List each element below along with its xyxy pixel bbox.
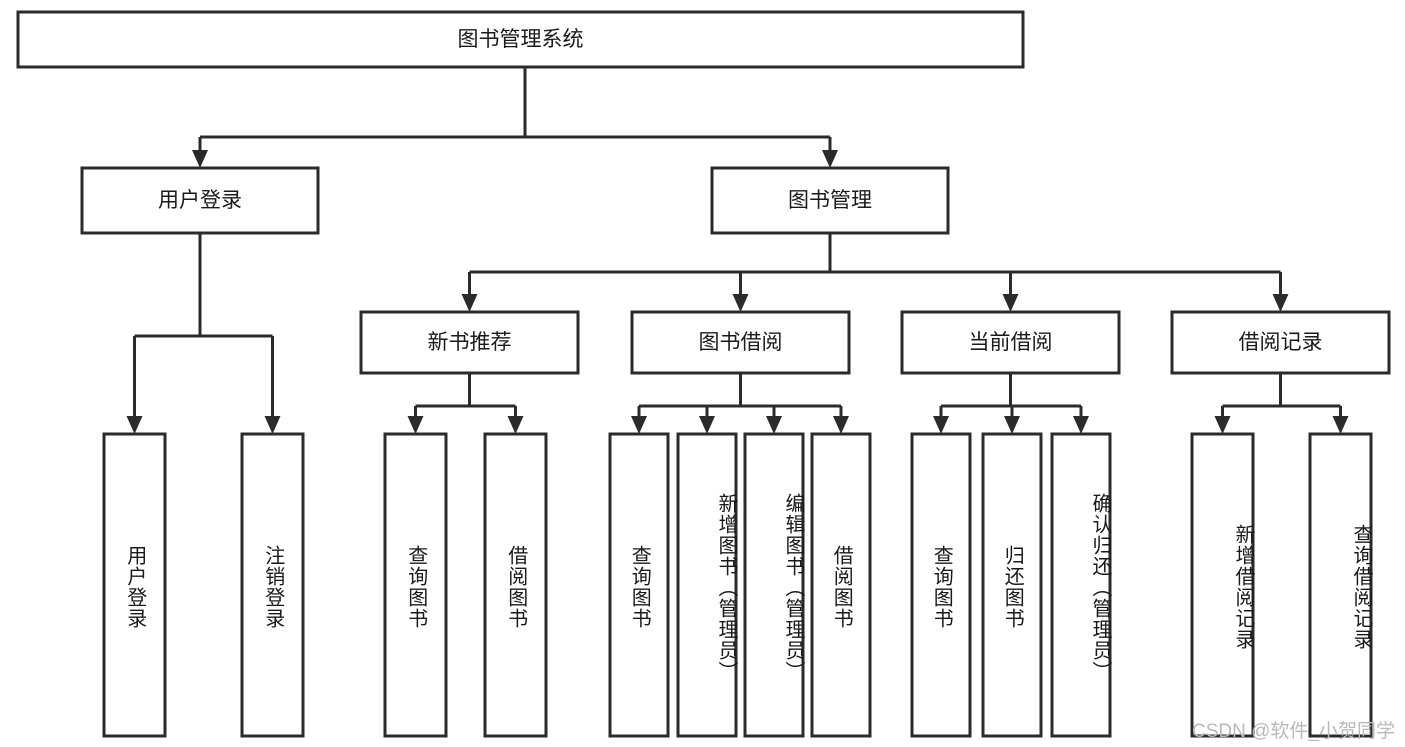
arrow-head-icon <box>1332 416 1349 434</box>
node-label-book-management: 图书管理 <box>788 189 872 212</box>
node-box-leaf-query-record[interactable] <box>1308 432 1373 738</box>
node-label-user-login: 用户登录 <box>158 189 242 212</box>
arrow-head-icon <box>1004 416 1020 434</box>
watermark-text: CSDN @软件_小贺同学 <box>1192 721 1395 742</box>
node-box-book-borrow[interactable] <box>630 310 851 375</box>
node-label-new-book-recommend: 新书推荐 <box>428 331 512 354</box>
node-box-leaf-query-book-rec[interactable] <box>383 432 448 738</box>
node-label-current-borrow: 当前借阅 <box>969 331 1053 354</box>
arrow-head-icon <box>507 416 524 434</box>
node-box-leaf-confirm-return[interactable] <box>1050 432 1112 738</box>
arrow-head-icon <box>1073 416 1089 434</box>
arrow-head-icon <box>732 294 749 312</box>
arrow-head-icon <box>461 294 478 312</box>
node-box-current-borrow[interactable] <box>900 310 1121 375</box>
node-box-leaf-add-book[interactable] <box>676 432 738 738</box>
node-box-leaf-query-book-current[interactable] <box>910 432 972 738</box>
node-label-book-borrow: 图书借阅 <box>699 331 783 354</box>
node-box-user-login[interactable] <box>80 166 320 235</box>
node-box-borrow-record[interactable] <box>1170 310 1391 375</box>
node-box-leaf-user-login[interactable] <box>102 432 167 738</box>
arrow-head-icon <box>264 416 281 434</box>
arrow-head-icon <box>822 150 838 168</box>
node-label-root: 图书管理系统 <box>458 28 584 51</box>
connector-layer <box>126 67 1349 434</box>
arrow-head-icon <box>407 416 424 434</box>
arrow-head-icon <box>1272 294 1289 312</box>
node-box-book-management[interactable] <box>710 166 950 235</box>
node-box-leaf-add-record[interactable] <box>1190 432 1255 738</box>
node-label-borrow-record: 借阅记录 <box>1239 331 1323 354</box>
arrow-head-icon <box>631 416 647 434</box>
node-box-root[interactable] <box>16 10 1025 69</box>
node-box-leaf-borrow-book[interactable] <box>810 432 872 738</box>
arrow-head-icon <box>126 416 143 434</box>
node-box-leaf-borrow-book-rec[interactable] <box>483 432 548 738</box>
arrow-head-icon <box>699 416 715 434</box>
node-box-leaf-edit-book[interactable] <box>743 432 805 738</box>
node-box-leaf-logout[interactable] <box>240 432 305 738</box>
arrow-head-icon <box>1002 294 1019 312</box>
box-layer <box>16 10 1391 738</box>
arrow-head-icon <box>1214 416 1231 434</box>
arrow-head-icon <box>833 416 849 434</box>
node-box-leaf-query-book-borrow[interactable] <box>608 432 670 738</box>
node-box-leaf-return-book[interactable] <box>981 432 1043 738</box>
arrow-head-icon <box>933 416 949 434</box>
arrow-head-icon <box>192 150 208 168</box>
arrow-head-icon <box>766 416 782 434</box>
node-box-new-book-recommend[interactable] <box>359 310 580 375</box>
